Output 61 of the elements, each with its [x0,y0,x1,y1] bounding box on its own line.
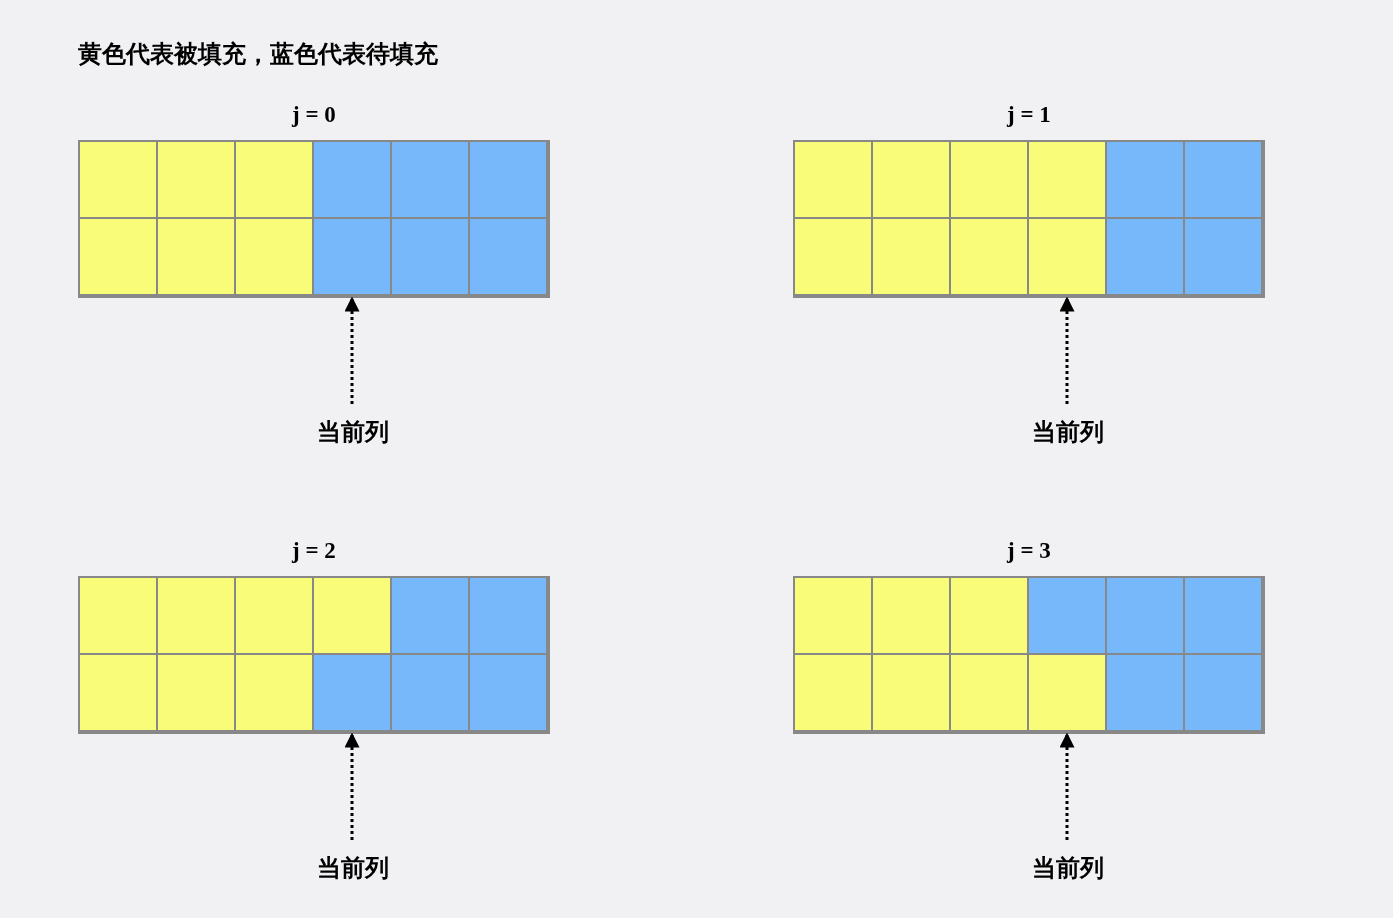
grid-cell [795,142,871,217]
grid-cell [1107,655,1183,730]
grid-cell [392,219,468,294]
grid-cell [1185,655,1261,730]
grid-cell [951,578,1027,653]
grid-cell [80,578,156,653]
grid-cell [951,655,1027,730]
title-text: 黄色代表被填充，蓝色代表待填充 [78,40,438,69]
grid-cell [158,142,234,217]
grid-cell [1029,655,1105,730]
grid-cell [314,655,390,730]
grid-cell [873,578,949,653]
grid-cell [1107,142,1183,217]
grid-cell [470,578,546,653]
grid-cell [795,655,871,730]
grid-cell [314,219,390,294]
grid-cell [392,655,468,730]
grid-cell [873,219,949,294]
column-label: 当前列 [1032,416,1104,448]
grid-cell [158,219,234,294]
grid-cell [873,655,949,730]
grid-cell [1107,219,1183,294]
grid-cell [314,578,390,653]
grid-heading: j = 3 [1005,537,1052,565]
grid-cell [236,219,312,294]
grid-cell [392,142,468,217]
column-label: 当前列 [317,416,389,448]
grid-cell [1029,578,1105,653]
grid-cell [1185,578,1261,653]
grid-cell [795,578,871,653]
grid-cell [236,142,312,217]
grid-cell [236,578,312,653]
grid-cell [80,655,156,730]
grid-heading: j = 1 [1005,101,1052,129]
column-label: 当前列 [1032,852,1104,884]
dotted-arrow [1059,732,1075,840]
grid-cell [1029,219,1105,294]
grid-cell [470,655,546,730]
grid-cell [314,142,390,217]
grid-cell [80,219,156,294]
grid-cell [80,142,156,217]
dotted-arrow [1059,296,1075,404]
grid-heading: j = 0 [290,101,337,129]
grid-cell [158,655,234,730]
grid-cell [1107,578,1183,653]
grid-cell [392,578,468,653]
grid-cell [470,219,546,294]
dotted-arrow [344,732,360,840]
grid-cell [951,219,1027,294]
grid-cell [158,578,234,653]
grid-cell [873,142,949,217]
grid-cell [470,142,546,217]
dotted-arrow [344,296,360,404]
column-label: 当前列 [317,852,389,884]
grid-cell [951,142,1027,217]
grid-cell [795,219,871,294]
grid-cell [1185,219,1261,294]
grid-cell [1029,142,1105,217]
grid-heading: j = 2 [290,537,337,565]
grid-cell [236,655,312,730]
grid-cell [1185,142,1261,217]
